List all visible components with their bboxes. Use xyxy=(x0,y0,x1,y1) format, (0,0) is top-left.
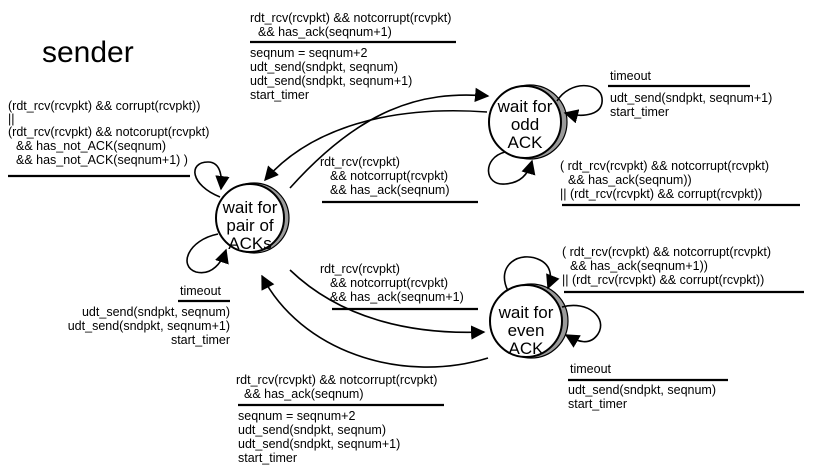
odd-timeout-action-1: udt_send(sndpkt, seqnum+1) xyxy=(610,91,772,105)
pair-to-even-event-3: && has_ack(seqnum+1) xyxy=(330,290,464,304)
pair-timeout-action-1: udt_send(sndpkt, seqnum) xyxy=(82,305,230,319)
pair-to-odd-action-2: udt_send(sndpkt, seqnum) xyxy=(250,60,398,74)
even-timeout-event: timeout xyxy=(570,362,612,376)
odd-self-event-1: ( rdt_rcv(rcvpkt) && notcorrupt(rcvpkt) xyxy=(560,159,769,173)
even-to-pair-action-3: udt_send(sndpkt, seqnum+1) xyxy=(238,437,400,451)
label-even-to-pair: rdt_rcv(rcvpkt) && notcorrupt(rcvpkt) &&… xyxy=(236,373,444,465)
label-pair-to-even: rdt_rcv(rcvpkt) && notcorrupt(rcvpkt) &&… xyxy=(320,262,478,311)
pair-to-odd-action-1: seqnum = seqnum+2 xyxy=(250,46,367,60)
state-pair-line-2: pair of xyxy=(226,216,274,235)
even-to-pair-event-2: && has_ack(seqnum) xyxy=(244,387,364,401)
edge-odd-self-loop-bottom xyxy=(487,151,536,185)
odd-to-pair-event-1: rdt_rcv(rcvpkt) xyxy=(320,155,400,169)
pair-self-event-3: (rdt_rcv(rcvpkt) && notcorupt(rcvpkt) xyxy=(8,125,209,139)
odd-timeout-event: timeout xyxy=(610,69,652,83)
label-even-timeout: timeout udt_send(sndpkt, seqnum) start_t… xyxy=(568,362,728,411)
edge-pair-self-loop-upper xyxy=(194,161,230,198)
edge-even-self-loop-right xyxy=(561,304,602,348)
even-self-event-2: && has_ack(seqnum+1)) xyxy=(570,259,708,273)
state-odd-line-2: odd xyxy=(511,115,539,134)
state-wait-for-odd-ack: wait for odd ACK xyxy=(488,84,568,160)
pair-to-odd-event-2: && has_ack(seqnum+1) xyxy=(258,25,392,39)
pair-timeout-event: timeout xyxy=(180,284,222,298)
diagram-title: sender xyxy=(42,36,134,69)
state-even-line-1: wait for xyxy=(498,303,554,322)
pair-self-event-5: && has_not_ACK(seqnum+1) ) xyxy=(16,153,188,167)
even-timeout-action-1: udt_send(sndpkt, seqnum) xyxy=(568,383,716,397)
odd-timeout-action-2: start_timer xyxy=(610,105,669,119)
label-pair-timeout: timeout udt_send(sndpkt, seqnum) udt_sen… xyxy=(68,284,230,347)
odd-to-pair-event-2: && notcorrupt(rcvpkt) xyxy=(330,169,448,183)
state-wait-for-pair-of-acks: wait for pair of ACKs xyxy=(215,182,290,254)
odd-self-event-3: || (rdt_rcv(rcvpkt) && corrupt(rcvpkt)) xyxy=(560,187,762,201)
state-pair-line-3: ACKs xyxy=(228,234,271,253)
label-pair-self-bad: (rdt_rcv(rcvpkt) && corrupt(rcvpkt)) || … xyxy=(8,99,209,178)
state-even-line-2: even xyxy=(508,321,545,340)
label-pair-to-odd: rdt_rcv(rcvpkt) && notcorrupt(rcvpkt) &&… xyxy=(250,11,456,102)
pair-self-event-1: (rdt_rcv(rcvpkt) && corrupt(rcvpkt)) xyxy=(8,99,200,113)
edge-pair-to-odd xyxy=(289,87,490,189)
even-self-event-1: ( rdt_rcv(rcvpkt) && notcorrupt(rcvpkt) xyxy=(562,245,771,259)
odd-to-pair-event-3: && has_ack(seqnum) xyxy=(330,183,450,197)
state-pair-line-1: wait for xyxy=(222,198,278,217)
label-odd-self: ( rdt_rcv(rcvpkt) && notcorrupt(rcvpkt) … xyxy=(560,159,800,207)
state-wait-for-even-ack: wait for even ACK xyxy=(489,283,569,359)
edge-pair-self-loop-lower xyxy=(186,233,229,274)
edge-odd-to-pair xyxy=(264,109,488,182)
label-odd-timeout: timeout udt_send(sndpkt, seqnum+1) start… xyxy=(608,69,772,119)
pair-to-odd-action-3: udt_send(sndpkt, seqnum+1) xyxy=(250,74,412,88)
pair-timeout-action-2: udt_send(sndpkt, seqnum+1) xyxy=(68,319,230,333)
edge-odd-self-loop-right xyxy=(556,84,603,124)
label-odd-to-pair: rdt_rcv(rcvpkt) && notcorrupt(rcvpkt) &&… xyxy=(320,155,478,204)
edge-even-to-pair xyxy=(261,274,489,368)
pair-self-event-4: && has_not_ACK(seqnum) xyxy=(16,139,166,153)
pair-to-even-event-2: && notcorrupt(rcvpkt) xyxy=(330,276,448,290)
edge-even-self-loop-top xyxy=(503,256,560,292)
even-timeout-action-2: start_timer xyxy=(568,397,627,411)
even-to-pair-action-1: seqnum = seqnum+2 xyxy=(238,409,355,423)
pair-to-odd-event-1: rdt_rcv(rcvpkt) && notcorrupt(rcvpkt) xyxy=(250,11,451,25)
pair-timeout-action-3: start_timer xyxy=(171,333,230,347)
pair-to-odd-action-4: start_timer xyxy=(250,88,309,102)
pair-to-even-event-1: rdt_rcv(rcvpkt) xyxy=(320,262,400,276)
even-to-pair-action-2: udt_send(sndpkt, seqnum) xyxy=(238,423,386,437)
edge-pair-to-even xyxy=(289,269,486,340)
even-self-event-3: || (rdt_rcv(rcvpkt) && corrupt(rcvpkt)) xyxy=(562,273,764,287)
odd-self-event-2: && has_ack(seqnum)) xyxy=(568,173,692,187)
state-even-line-3: ACK xyxy=(509,339,545,358)
even-to-pair-action-4: start_timer xyxy=(238,451,297,465)
state-odd-line-3: ACK xyxy=(508,133,544,152)
even-to-pair-event-1: rdt_rcv(rcvpkt) && notcorrupt(rcvpkt) xyxy=(236,373,437,387)
label-even-self: ( rdt_rcv(rcvpkt) && notcorrupt(rcvpkt) … xyxy=(562,245,804,294)
state-odd-line-1: wait for xyxy=(497,97,553,116)
pair-self-event-2: || xyxy=(8,112,15,126)
